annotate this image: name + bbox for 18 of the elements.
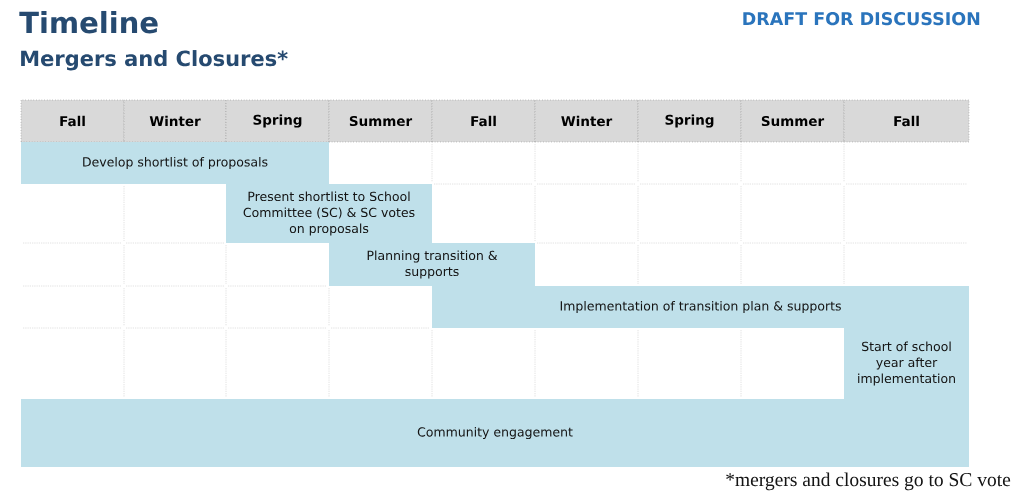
column-header: Summer [740,99,845,143]
column-header: Winter [123,99,227,143]
column-header: Spring [637,99,742,143]
timeline-bar: Develop shortlist of proposals [21,142,329,184]
column-header: Spring [225,99,330,143]
title: Timeline [19,10,158,34]
column-header: Fall [20,99,125,143]
subtitle: Mergers and Closures* [21,50,288,71]
timeline-bar: Start of school year after implementation [844,328,969,399]
timeline-bar: Planning transition & supports [329,243,535,286]
node-label: Start of school year after implementation [858,341,955,386]
status-label: DRAFT FOR DISCUSSION [743,12,980,26]
timeline-bar: Present shortlist to School Committee (SC) & SC votes on proposals [226,184,432,243]
footnote: *mergers and closures go to SC vote [726,472,1011,491]
column-header: Fall [431,99,536,143]
column-header: Fall [843,99,970,143]
column-header: Summer [328,99,433,143]
column-header: Winter [534,99,639,143]
